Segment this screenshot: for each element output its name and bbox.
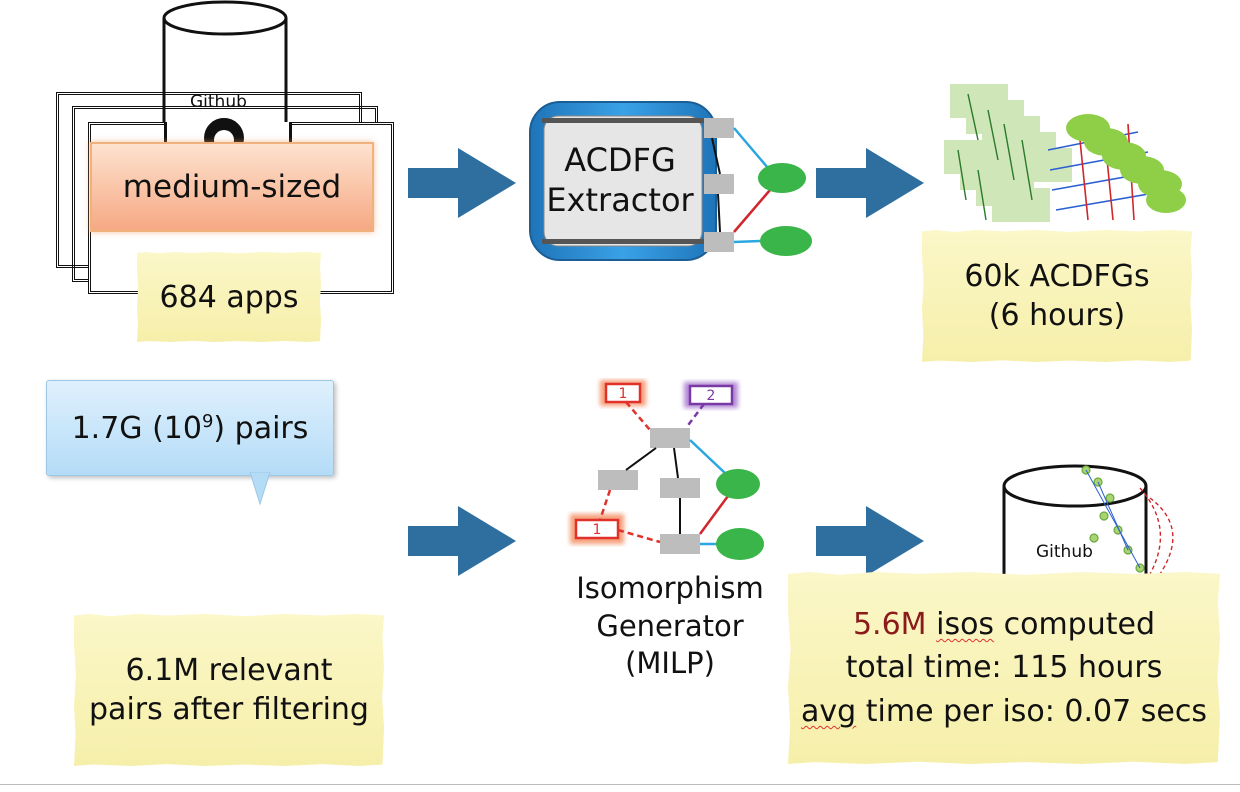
generator-label-line1: Isomorphism — [576, 571, 764, 605]
pairs-suffix: ) pairs — [213, 410, 309, 446]
pairs-prefix: 1.7G (10 — [71, 410, 202, 446]
graph-node-1b-label: 1 — [593, 522, 602, 538]
github-label-2: Github — [1036, 542, 1093, 562]
graph-node-1-label: 1 — [619, 386, 628, 402]
results-line2: total time: 115 hours — [845, 650, 1163, 686]
callout-tail-icon — [249, 472, 271, 506]
computed-word: computed — [1003, 606, 1156, 642]
arrow-right-icon — [816, 506, 924, 576]
pairs-callout: 1.7G (109) pairs — [46, 380, 334, 476]
apps-note: 684 apps — [137, 252, 321, 342]
acdfgs-note-line2: (6 hours) — [988, 298, 1126, 333]
filtered-pairs-note: 6.1M relevant pairs after filtering — [74, 614, 384, 766]
filtered-note-line2: pairs after filtering — [89, 692, 369, 727]
isomorphism-graph-icon: 1 2 1 — [570, 380, 764, 560]
apps-note-text: 684 apps — [159, 279, 299, 315]
slide-bottom-divider — [0, 784, 1240, 785]
extractor-scroll-icon — [529, 101, 812, 261]
arrow-right-icon — [816, 148, 924, 218]
avg-word: avg — [801, 693, 857, 729]
arrow-right-icon — [408, 148, 516, 218]
medium-sized-box: medium-sized — [90, 142, 374, 232]
graph-node-2-label: 2 — [707, 388, 716, 404]
generator-label-line2: Generator — [596, 608, 744, 643]
extractor-label-line1: ACDFG — [564, 141, 676, 179]
extractor-label-line2: Extractor — [546, 181, 694, 219]
acdfgs-note: 60k ACDFGs (6 hours) — [922, 230, 1192, 362]
isos-count: 5.6M — [852, 606, 927, 642]
arrow-right-icon — [408, 506, 516, 576]
pairs-callout-text: 1.7G (109) pairs — [72, 411, 309, 446]
pairs-superscript: 9 — [201, 410, 214, 432]
results-line3: avg time per iso: 0.07 secs — [801, 690, 1207, 734]
database-icon — [1002, 464, 1174, 578]
medium-sized-label: medium-sized — [122, 169, 342, 205]
acdfg-graph-stack-icon — [944, 84, 1186, 222]
avg-rest: time per iso: 0.07 secs — [865, 693, 1207, 729]
acdfgs-note-line1: 60k ACDFGs — [964, 259, 1150, 294]
generator-label: Isomorphism Generator (MILP) — [560, 570, 780, 683]
extractor-label: ACDFG Extractor — [532, 140, 708, 220]
generator-label-line3: (MILP) — [625, 646, 715, 681]
results-note: 5.6M isos computed total time: 115 hours… — [788, 572, 1220, 764]
isos-word: isos — [936, 606, 995, 642]
filtered-note-line1: 6.1M relevant — [125, 653, 333, 688]
github-repo-group: Github medium-sized — [50, 0, 400, 340]
results-line1: 5.6M isos computed — [853, 603, 1155, 647]
